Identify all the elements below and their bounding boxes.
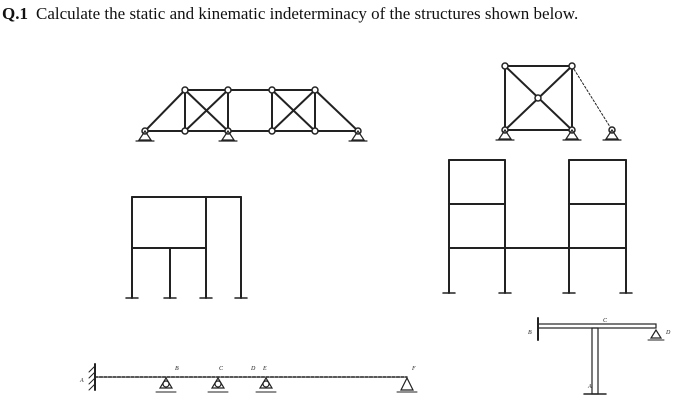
- tee-label-a: A: [587, 384, 592, 390]
- tee-label-d: D: [665, 330, 671, 336]
- question-line: Q.1 Calculate the static and kinematic in…: [2, 4, 578, 24]
- tee-frame-labels: B C D A: [528, 318, 671, 390]
- truss-figure: [135, 86, 368, 142]
- tee-label-b: B: [528, 330, 532, 336]
- question-text: Calculate the static and kinematic indet…: [35, 4, 579, 23]
- beam-figure: [88, 363, 418, 393]
- beam-label-a: A: [79, 378, 84, 384]
- truss-figure-2: [495, 62, 622, 141]
- beam-label-b: B: [175, 366, 179, 372]
- question-number: Q.1: [2, 4, 28, 23]
- beam-label-f: F: [411, 366, 416, 372]
- frame-figure-1: [125, 196, 248, 299]
- beam-label-c: C: [219, 366, 224, 372]
- beam-label-e: E: [262, 366, 267, 372]
- tee-frame-figure: [537, 317, 665, 395]
- beam-labels: A B C D E F: [79, 366, 416, 384]
- beam-label-d: D: [250, 366, 256, 372]
- tee-label-c: C: [603, 318, 608, 324]
- frame-figure-2: [442, 159, 633, 294]
